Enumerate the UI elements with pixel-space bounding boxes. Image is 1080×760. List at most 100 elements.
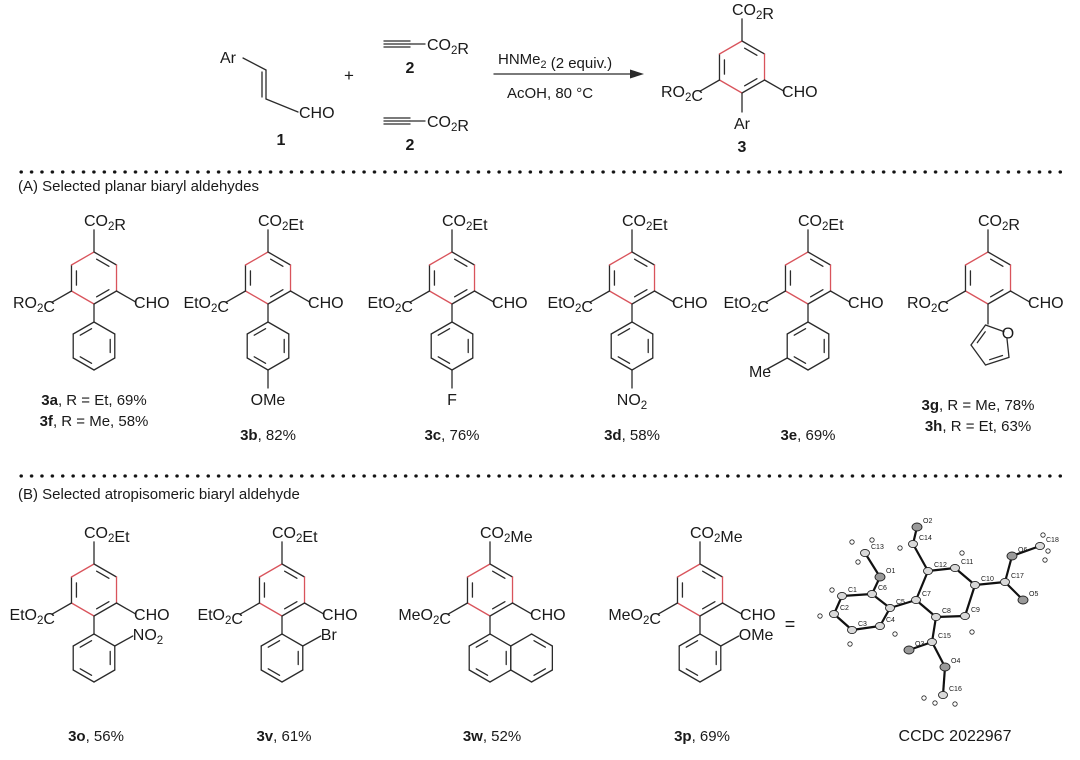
ortep-atom-label: C6	[878, 585, 887, 592]
ortep-hydrogen	[897, 545, 903, 551]
compound-caption: 3d, 58%	[604, 427, 660, 444]
bond	[265, 98, 299, 113]
ring-bond	[489, 563, 514, 578]
ortep-atom-label: O4	[951, 658, 960, 665]
ortep-atom-label: O3	[915, 641, 924, 648]
ring-bond	[72, 633, 95, 647]
ortep-hydrogen	[1045, 548, 1051, 554]
ring-bond	[631, 290, 656, 305]
ortep-atom-label: C14	[919, 535, 932, 542]
ortep-bond	[941, 666, 947, 696]
new-bond	[258, 602, 283, 617]
ester-group-left: MeO2C	[398, 607, 451, 628]
ortep-atom-label: O5	[1029, 591, 1038, 598]
ortep-bond	[931, 641, 946, 668]
ester-group-top: CO2R	[732, 2, 774, 23]
ortep-atom-c17	[1000, 577, 1010, 587]
ortep-atom-c16	[938, 690, 948, 700]
reaction-arrow: HNMe2 (2 equiv.)AcOH, 80 °C	[493, 51, 644, 102]
conditions-solvent-temperature: AcOH, 80 °C	[507, 85, 593, 102]
double-bond	[79, 328, 93, 336]
ring-bond	[468, 669, 491, 683]
ortep-atom-label: C13	[871, 544, 884, 551]
new-bond	[964, 290, 989, 305]
ring-bond	[93, 602, 118, 617]
new-bond	[70, 563, 95, 578]
ortep-atom-o6	[1006, 551, 1018, 561]
ring-bond	[987, 290, 1012, 305]
double-bond	[976, 331, 986, 344]
ring-bond	[786, 357, 809, 371]
ester-group-left: EtO2C	[367, 295, 413, 316]
ring-bond	[807, 357, 830, 371]
compound-number-3: 3	[738, 139, 747, 156]
ortep-atom-o1	[874, 572, 886, 582]
arrow-head	[630, 69, 644, 79]
new-bond	[676, 602, 701, 617]
bond	[721, 602, 743, 615]
double-bond	[283, 601, 298, 610]
compound-number-2: 2	[406, 137, 415, 154]
ring-bond	[72, 669, 95, 683]
ring-bond	[530, 669, 554, 683]
ortep-hydrogen	[849, 539, 855, 545]
new-bond	[718, 40, 743, 55]
ring-bond	[984, 324, 1005, 333]
aryl-label: Ar	[734, 116, 751, 133]
double-bond	[701, 570, 716, 579]
ortep-bond	[974, 580, 1006, 587]
ortep-atom-label: O2	[923, 518, 932, 525]
double-bond	[267, 668, 281, 676]
ortep-hydrogen	[817, 613, 823, 619]
ortho-substituent: Br	[321, 627, 338, 644]
section-a-title: (A) Selected planar biaryl aldehydes	[18, 178, 259, 195]
compound-caption: 3h, R = Et, 63%	[925, 418, 1031, 435]
ortep-atom-label: O1	[886, 568, 895, 575]
ortep-atom-c12	[923, 566, 933, 576]
para-substituent: OMe	[251, 392, 286, 409]
bond	[766, 357, 788, 370]
ring-bond	[699, 669, 722, 683]
ortep-hydrogen	[921, 695, 927, 701]
compound-number-1: 1	[277, 132, 286, 149]
ring-bond	[468, 633, 491, 647]
ester-group-left: EtO2C	[9, 607, 55, 628]
ring-bond	[678, 633, 701, 647]
ring-bond	[807, 290, 832, 305]
double-bond	[437, 328, 451, 336]
compound-caption: 3f, R = Me, 58%	[40, 413, 149, 430]
new-bond	[70, 290, 95, 305]
double-bond	[79, 356, 93, 364]
ring-bond	[970, 344, 987, 366]
new-bond	[676, 563, 701, 578]
ring-bond	[260, 633, 283, 647]
bond	[51, 602, 73, 615]
compound-caption: 3w, 52%	[463, 728, 521, 745]
double-bond	[267, 640, 281, 648]
ring-bond	[430, 357, 453, 371]
ortep-atom-c15	[927, 637, 937, 647]
ortep-atom-c4	[875, 621, 885, 631]
ring-bond	[610, 321, 633, 335]
ortep-hydrogen	[1040, 532, 1046, 538]
compound-caption: 3a, R = Et, 69%	[41, 392, 146, 409]
ortep-atom-label: C11	[961, 559, 973, 566]
bond	[763, 79, 785, 92]
ring-bond	[72, 357, 95, 371]
double-bond	[793, 356, 807, 364]
double-bond	[743, 78, 758, 87]
double-bond	[453, 258, 468, 267]
double-bond	[633, 258, 648, 267]
double-bond	[633, 289, 648, 298]
ester-group-top: CO2Me	[690, 525, 743, 546]
ortep-atom-label: C15	[938, 633, 951, 640]
plus-sign: +	[344, 66, 354, 85]
aldehyde-group: CHO	[134, 295, 170, 312]
bond	[303, 602, 325, 615]
ring-bond	[489, 669, 512, 683]
